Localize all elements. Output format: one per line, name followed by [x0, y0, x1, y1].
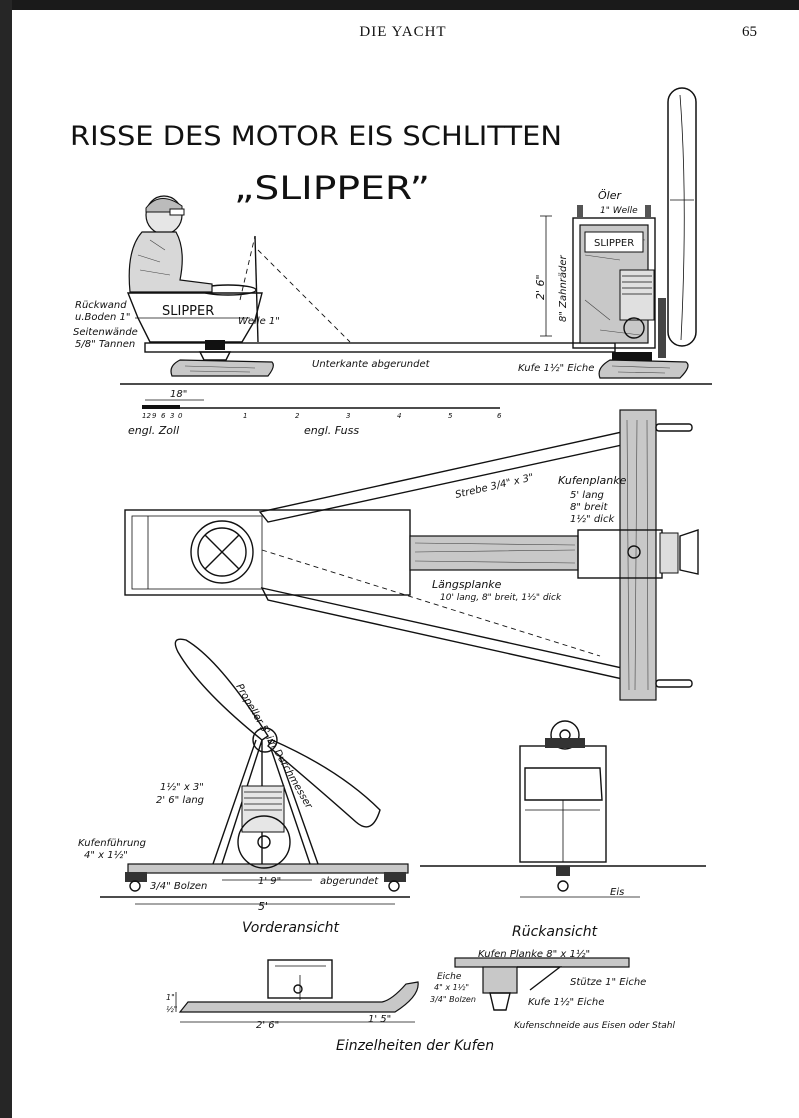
scale-tick: 1: [243, 412, 247, 420]
runner-plank-thickness: 1½" dick: [570, 513, 615, 525]
runner-details: Kufen Planke 8" x 1½" Eiche 4" x 1½" 3/4…: [166, 948, 675, 1054]
shaft-label: Welle 1": [238, 316, 280, 327]
boat-name-title: „SLIPPER”: [234, 169, 430, 207]
scale-tick: 3: [346, 412, 350, 420]
runner-label: Kufe 1½" Eiche: [518, 362, 594, 374]
scan-left-border: [0, 0, 12, 1118]
floor-label: u.Boden 1": [75, 312, 130, 323]
flywheel: [237, 815, 291, 869]
side-view: SLIPPER SLIPPER: [73, 87, 712, 401]
engine-name-label: SLIPPER: [594, 238, 634, 249]
cockpit-outline: [124, 509, 411, 596]
length-18-label: 18": [170, 389, 187, 400]
runner-guide-label: Kufenführung: [78, 838, 146, 849]
bolt-label: 3/4" Bolzen: [150, 881, 207, 892]
side-propeller: [667, 87, 697, 347]
strut-length-label: 2' 6" lang: [156, 795, 204, 806]
detail-bolt-label: 3/4" Bolzen: [430, 995, 476, 1004]
front-propeller-lower: [267, 739, 381, 828]
scale-tick: 12: [142, 412, 151, 420]
detail-oak-dims: 4" x 1½": [434, 983, 469, 992]
detail-runner: [178, 981, 419, 1013]
fir-wood-label: 5/8" Tannen: [75, 339, 135, 350]
strut-label: Strebe 3/4" x 3": [454, 472, 535, 501]
longitudinal-plank-dims: 10' lang, 8" breit, 1½" dick: [440, 593, 562, 603]
scale-tick: 3: [170, 412, 174, 420]
page-number: 65: [742, 24, 757, 40]
front-view: Propeller 5' im Durchmesser 1½" x 3" 2' …: [78, 638, 410, 936]
runner-plank-length: 5' lang: [570, 490, 604, 501]
longitudinal-plank-label: Längsplanke: [432, 578, 502, 591]
detail-support-label: Stütze 1" Eiche: [570, 977, 646, 988]
detail-oak-label: Eiche: [437, 972, 462, 982]
underside-label: Unterkante abgerundet: [312, 359, 431, 370]
runner-plank-label: Kufenplanke: [558, 474, 627, 487]
scale-tick: 4: [397, 412, 401, 420]
top-view: Strebe 3/4" x 3" Kufenplanke 5' lang 8" …: [124, 409, 699, 701]
scale-bar: 12 9 6 3 0 1 2 3 4 5 6 engl. Zoll engl. …: [128, 405, 502, 437]
runner-plank: [619, 409, 657, 701]
propeller-hub: [252, 727, 278, 753]
scale-foot-label: engl. Fuss: [304, 424, 359, 437]
scale-tick: 9: [152, 412, 157, 420]
detail-dim-2-6: 2' 6": [256, 1020, 279, 1031]
runner-plank-width: 8" breit: [570, 502, 609, 513]
dim-1-9-label: 1' 9": [258, 876, 281, 887]
strut-size-label: 1½" x 3": [160, 781, 204, 793]
sled-name-label: SLIPPER: [162, 304, 214, 319]
rear-runner: [598, 352, 689, 379]
front-view-caption: Vorderansicht: [242, 920, 340, 936]
running-title: DIE YACHT: [359, 24, 447, 40]
front-runner: [170, 340, 274, 377]
shaft-top-label: 1" Welle: [600, 206, 638, 216]
scale-inch-label: engl. Zoll: [128, 424, 179, 437]
drawing-title: RISSE DES MOTOR EIS SCHLITTEN: [70, 121, 562, 152]
runner-guide-dims: 4" x 1½": [84, 849, 128, 861]
rear-wall-label: Rückwand: [75, 300, 127, 311]
top-steering-wheel: [190, 520, 254, 584]
front-base-plank: [127, 863, 409, 874]
rear-gear: [550, 720, 580, 750]
detail-dim-half: ½": [166, 1005, 177, 1014]
detail-blade-label: Kufenschneide aus Eisen oder Stahl: [514, 1021, 675, 1031]
dim-5-label: 5': [258, 900, 268, 913]
scan-top-border: [0, 0, 799, 10]
gears-label: 8" Zahnräder: [558, 254, 569, 322]
rounded-label: abgerundet: [320, 876, 379, 887]
detail-dim-1: 1": [166, 993, 175, 1002]
front-engine: [241, 785, 285, 833]
rear-view-caption: Rückansicht: [512, 924, 598, 940]
detail-dim-1-5: 1' 5": [368, 1014, 391, 1025]
side-walls-label: Seitenwände: [73, 327, 138, 338]
oiler-label: Öler: [598, 189, 622, 202]
detail-runner-label: Kufe 1½" Eiche: [528, 996, 604, 1008]
scale-tick: 5: [448, 412, 453, 420]
ice-label: Eis: [610, 887, 624, 898]
height-dimension-label: 2' 6": [534, 274, 547, 300]
runner-details-caption: Einzelheiten der Kufen: [336, 1038, 494, 1054]
driver-figure: [128, 195, 213, 293]
longitudinal-plank: [409, 535, 579, 571]
scale-tick: 6: [161, 412, 166, 420]
scale-tick: 6: [497, 412, 502, 420]
scale-tick: 2: [295, 412, 300, 420]
detail-plank-label: Kufen Planke 8" x 1½": [478, 948, 590, 960]
engine-tower: SLIPPER: [572, 205, 666, 358]
rear-view: Eis Rückansicht: [420, 720, 706, 940]
front-propeller-upper: [174, 638, 269, 741]
scale-tick: 0: [178, 412, 183, 420]
